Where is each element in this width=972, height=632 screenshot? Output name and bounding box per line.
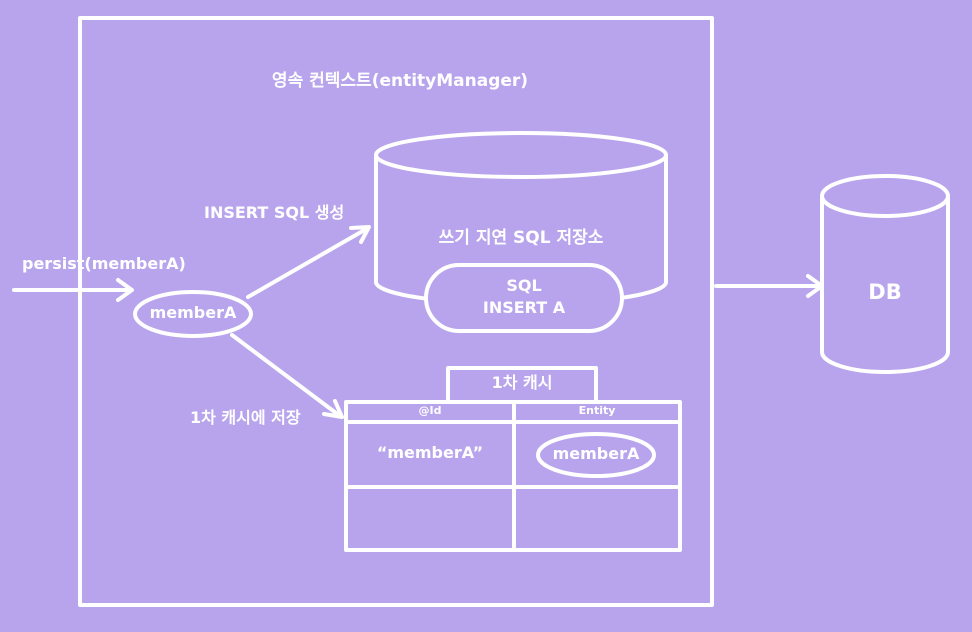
persistence-context-box — [78, 16, 714, 607]
member-a-label: memberA — [149, 303, 237, 322]
write-behind-store-title: 쓰기 지연 SQL 저장소 — [438, 228, 604, 248]
flush-arrow — [714, 274, 824, 298]
cache-title: 1차 캐시 — [491, 373, 553, 392]
column-header-entity: Entity — [578, 404, 616, 417]
cache-row-id: “memberA” — [376, 443, 484, 462]
persist-call-label: persist(memberA) — [22, 254, 186, 273]
insert-sql-label: INSERT SQL 생성 — [204, 203, 345, 222]
cache-row-entity: memberA — [552, 444, 640, 463]
sql-line-2: INSERT A — [482, 298, 566, 317]
insert-sql-arrow — [246, 225, 371, 299]
member-a-oval — [133, 290, 253, 338]
sql-line-1: SQL — [506, 276, 542, 295]
db-cylinder — [820, 174, 950, 374]
column-header-id: @Id — [418, 404, 442, 417]
persist-arrow — [12, 278, 134, 302]
context-title: 영속 컨텍스트(entityManager) — [271, 71, 529, 91]
cached-entity-oval — [536, 432, 656, 478]
db-label: DB — [868, 280, 902, 304]
sql-insert-pill — [424, 263, 624, 333]
first-level-cache-table — [344, 366, 682, 552]
cache-save-arrow — [230, 333, 344, 419]
cache-save-label: 1차 캐시에 저장 — [190, 408, 301, 427]
